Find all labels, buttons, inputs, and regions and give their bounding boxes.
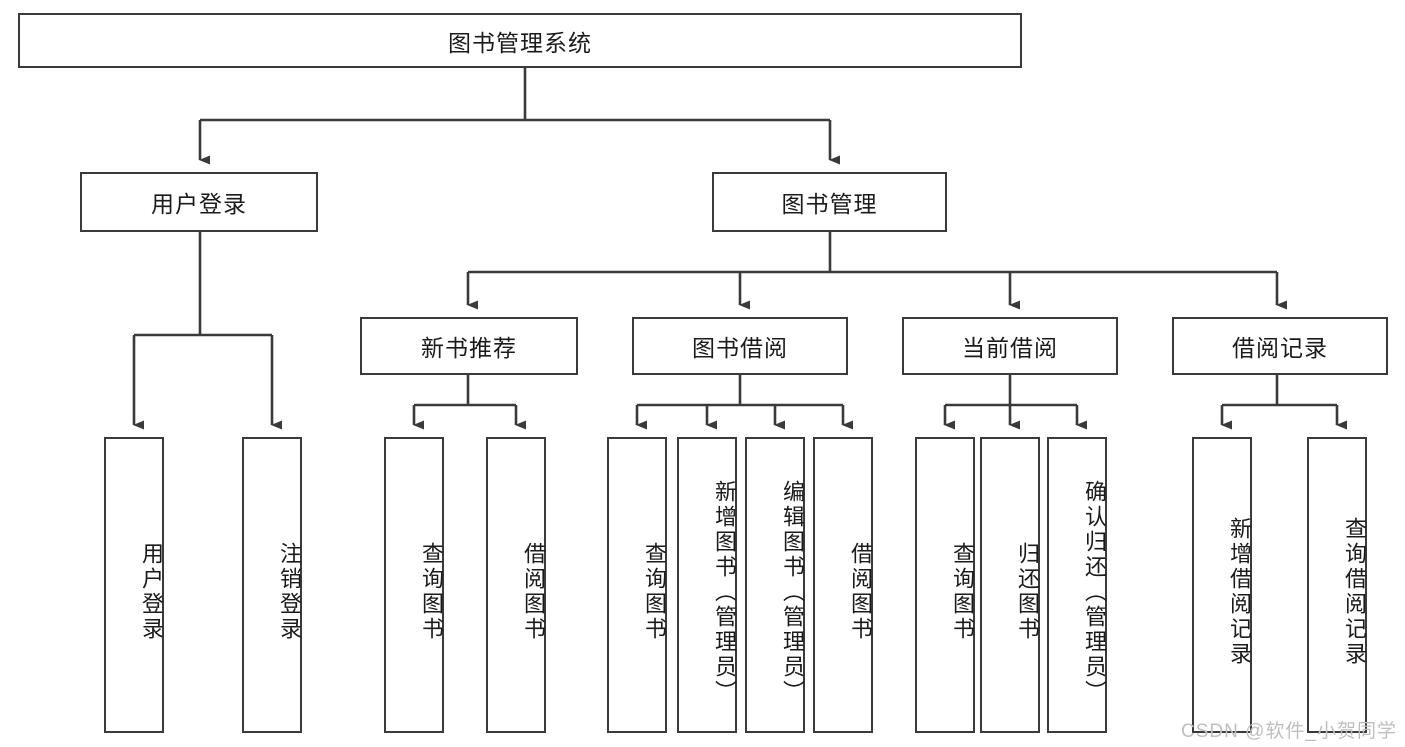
leaf-query-book-borrow[interactable]: 查询图书 bbox=[607, 437, 667, 733]
node-book-borrow[interactable]: 图书借阅 bbox=[632, 317, 848, 375]
node-book-management[interactable]: 图书管理 bbox=[712, 172, 947, 232]
node-label: 借阅图书 bbox=[521, 542, 546, 642]
leaf-logout[interactable]: 注销登录 bbox=[242, 437, 302, 733]
node-label: 新增图书（管理员） bbox=[712, 479, 737, 705]
leaf-add-book-admin[interactable]: 新增图书（管理员） bbox=[677, 437, 737, 733]
leaf-query-book-current[interactable]: 查询图书 bbox=[915, 437, 975, 733]
node-label: 编辑图书（管理员） bbox=[780, 479, 805, 705]
node-label: 确认归还（管理员） bbox=[1082, 479, 1107, 705]
node-borrow-record[interactable]: 借阅记录 bbox=[1172, 317, 1388, 375]
leaf-confirm-return-admin[interactable]: 确认归还（管理员） bbox=[1047, 437, 1107, 733]
node-label: 查询图书 bbox=[642, 542, 667, 642]
node-label: 图书管理 bbox=[781, 191, 878, 217]
node-user-login[interactable]: 用户登录 bbox=[80, 172, 318, 232]
leaf-user-login[interactable]: 用户登录 bbox=[104, 437, 164, 733]
leaf-borrow-book-recommend[interactable]: 借阅图书 bbox=[486, 437, 546, 733]
node-label: 图书管理系统 bbox=[448, 29, 592, 56]
node-label: 借阅记录 bbox=[1232, 335, 1328, 361]
leaf-return-book[interactable]: 归还图书 bbox=[980, 437, 1040, 733]
node-new-book-recommend[interactable]: 新书推荐 bbox=[360, 317, 578, 375]
node-label: 新增借阅记录 bbox=[1227, 517, 1252, 667]
node-label: 借阅图书 bbox=[848, 542, 873, 642]
node-label: 新书推荐 bbox=[421, 335, 517, 361]
node-label: 用户登录 bbox=[139, 542, 164, 642]
node-label: 查询图书 bbox=[950, 542, 975, 642]
node-label: 注销登录 bbox=[277, 542, 302, 642]
node-label: 用户登录 bbox=[151, 191, 247, 217]
node-current-borrow[interactable]: 当前借阅 bbox=[902, 317, 1118, 375]
leaf-edit-book-admin[interactable]: 编辑图书（管理员） bbox=[745, 437, 805, 733]
node-label: 归还图书 bbox=[1015, 542, 1040, 642]
leaf-query-book-recommend[interactable]: 查询图书 bbox=[384, 437, 444, 733]
node-label: 查询图书 bbox=[419, 542, 444, 642]
leaf-query-borrow-record[interactable]: 查询借阅记录 bbox=[1307, 437, 1367, 733]
node-root-book-management-system[interactable]: 图书管理系统 bbox=[18, 13, 1022, 68]
node-label: 查询借阅记录 bbox=[1342, 517, 1367, 667]
node-label: 当前借阅 bbox=[962, 335, 1058, 361]
node-label: 图书借阅 bbox=[692, 335, 788, 361]
leaf-borrow-book[interactable]: 借阅图书 bbox=[813, 437, 873, 733]
leaf-add-borrow-record[interactable]: 新增借阅记录 bbox=[1192, 437, 1252, 733]
